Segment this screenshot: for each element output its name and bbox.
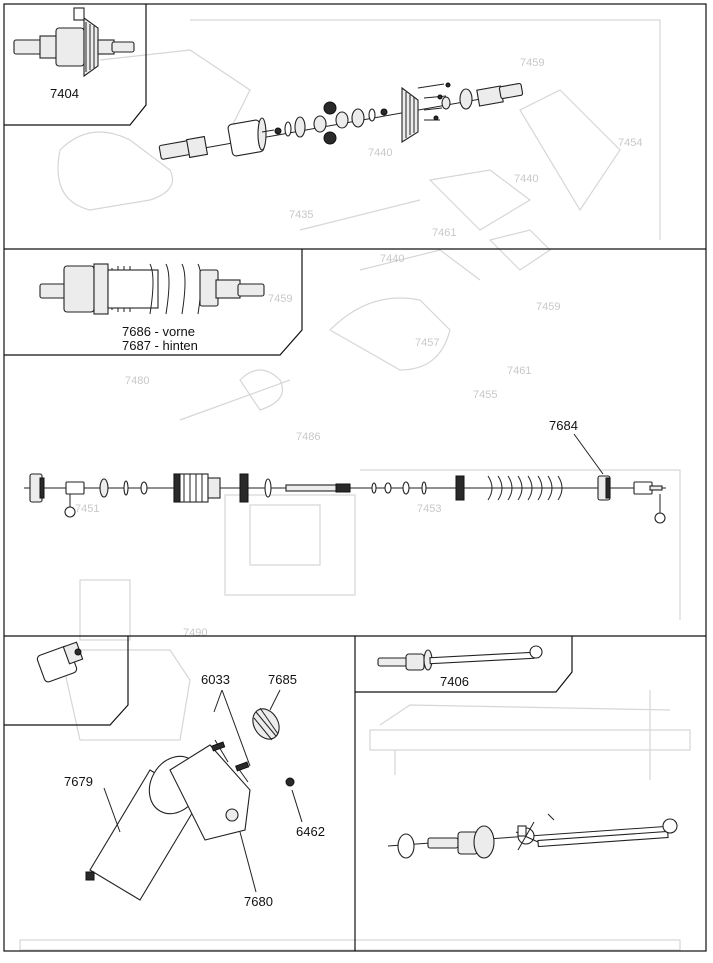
svg-text:7453: 7453 [417,503,441,515]
part-label-6033: 6033 [201,672,230,687]
part-label-7404: 7404 [50,86,79,101]
svg-text:7459: 7459 [536,301,560,313]
shock-inset-drawing [39,263,265,315]
part-label-7686: 7686 - vorne [122,324,195,339]
part-label-7406: 7406 [440,674,469,689]
svg-text:7459: 7459 [268,293,292,305]
svg-text:7459: 7459 [520,57,544,69]
svg-text:7486: 7486 [296,431,320,443]
svg-text:7440: 7440 [368,147,392,159]
leader-line-7684 [573,433,604,475]
svg-text:7457: 7457 [415,337,439,349]
svg-text:7451: 7451 [75,503,99,515]
part-label-7687: 7687 - hinten [122,338,198,353]
driveshaft-exploded-drawing [387,813,678,859]
part-label-7679: 7679 [64,774,93,789]
svg-text:7490: 7490 [183,627,207,639]
differential-exploded-drawing [158,82,524,160]
svg-text:7461: 7461 [507,365,531,377]
svg-text:7435: 7435 [289,209,313,221]
motor-thumbnail-drawing [36,641,84,683]
panel-frames [3,3,707,952]
svg-text:7480: 7480 [125,375,149,387]
part-label-7685: 7685 [268,672,297,687]
svg-text:7454: 7454 [618,137,642,149]
part-label-7680: 7680 [244,894,273,909]
shock-exploded-drawing [24,473,666,524]
part-label-6462: 6462 [296,824,325,839]
background-chassis-drawing: 7459 7454 7440 7440 7435 7461 7440 7459 … [19,19,691,951]
svg-text:7455: 7455 [473,389,497,401]
svg-text:7440: 7440 [380,253,404,265]
part-label-7684: 7684 [549,418,578,433]
svg-text:7461: 7461 [432,227,456,239]
differential-inset-drawing [13,7,135,78]
svg-text:7440: 7440 [514,173,538,185]
motor-exploded-drawing [85,689,303,901]
driveshaft-inset-drawing [377,645,543,671]
